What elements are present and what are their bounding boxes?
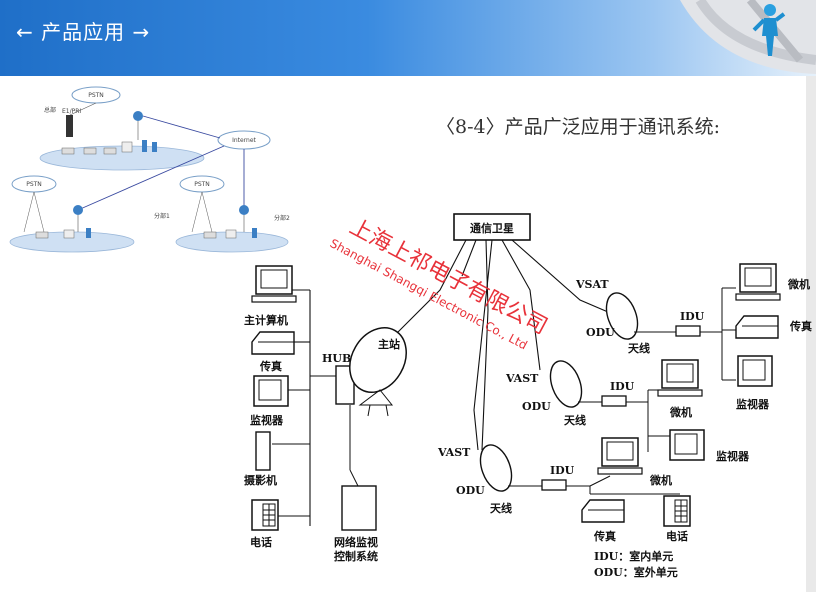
person-icon: [752, 4, 786, 56]
legend-idu: IDU：室内单元: [594, 549, 673, 563]
idu-box-icon: [675, 325, 701, 337]
scrollbar-track[interactable]: [806, 76, 816, 592]
svg-text:摄影机: 摄影机: [244, 473, 277, 487]
idu-box-icon: [541, 479, 567, 491]
micro-computer-icon: [657, 359, 703, 397]
hub-icon: [335, 365, 355, 405]
phone-icon: [251, 499, 279, 531]
svg-text:微机: 微机: [787, 277, 810, 291]
monitor-icon: [669, 429, 705, 461]
svg-text:分部1: 分部1: [154, 212, 170, 220]
svg-text:PSTN: PSTN: [194, 181, 210, 188]
section-subtitle: 〈8-4〉产品广泛应用于通讯系统:: [436, 116, 720, 138]
svg-text:天线: 天线: [628, 341, 650, 355]
svg-text:PSTN: PSTN: [88, 92, 104, 99]
svg-text:网络监视: 网络监视: [334, 535, 378, 549]
svg-text:分部2: 分部2: [274, 214, 290, 222]
svg-text:PSTN: PSTN: [26, 181, 42, 188]
vsat-dish-icon: [605, 292, 639, 340]
vast-dish-icon: [479, 444, 513, 492]
svg-text:总部: 总部: [44, 106, 56, 114]
svg-text:传真: 传真: [593, 529, 616, 543]
svg-text:HUB: HUB: [322, 352, 351, 365]
legend-odu: ODU：室外单元: [594, 565, 678, 579]
svg-text:ODU: ODU: [456, 484, 485, 497]
monitor-icon: [737, 355, 773, 387]
svg-text:天线: 天线: [564, 413, 586, 427]
svg-text:微机: 微机: [669, 405, 692, 419]
idu-box-icon: [601, 395, 627, 407]
satellite-network-diagram: 通信卫星 主计算机 传真 监视器 摄影机 电话 HUB 主站 网络监视 控制系统…: [244, 213, 812, 579]
svg-text:Internet: Internet: [232, 137, 256, 144]
page-title: ← 产品应用 →: [16, 20, 151, 44]
svg-text:通信卫星: 通信卫星: [470, 221, 514, 235]
phone-icon: [663, 495, 691, 527]
svg-text:电话: 电话: [666, 529, 688, 543]
svg-text:IDU: IDU: [610, 380, 635, 393]
svg-text:VAST: VAST: [437, 446, 471, 459]
micro-computer-icon: [735, 263, 781, 301]
network-monitor-icon: [341, 485, 377, 531]
header-figure-graphic: [680, 0, 816, 74]
svg-text:电话: 电话: [250, 535, 272, 549]
vast-dish-icon: [549, 360, 583, 408]
micro-computer-icon: [597, 437, 643, 475]
fax-icon: [251, 331, 295, 355]
svg-text:VSAT: VSAT: [575, 278, 609, 291]
svg-text:微机: 微机: [649, 473, 672, 487]
svg-text:主站: 主站: [378, 337, 400, 351]
svg-text:主计算机: 主计算机: [244, 313, 288, 327]
svg-text:天线: 天线: [490, 501, 512, 515]
svg-text:传真: 传真: [789, 319, 812, 333]
router-icon: [133, 111, 143, 121]
svg-text:ODU: ODU: [522, 400, 551, 413]
svg-text:ODU: ODU: [586, 326, 615, 339]
host-computer-icon: [251, 265, 297, 303]
header-banner: ← 产品应用 →: [0, 0, 816, 76]
svg-text:IDU: IDU: [550, 464, 575, 477]
svg-text:IDU: IDU: [680, 310, 705, 323]
pbx-icon: [66, 115, 73, 137]
svg-text:监视器: 监视器: [716, 449, 750, 463]
fax-icon: [581, 499, 625, 523]
svg-text:传真: 传真: [259, 359, 282, 373]
master-station-dish: [349, 327, 407, 393]
svg-text:监视器: 监视器: [736, 397, 770, 411]
svg-text:E1/PRI: E1/PRI: [62, 108, 81, 115]
monitor-icon: [253, 375, 289, 407]
fax-icon: [735, 315, 779, 339]
svg-text:VAST: VAST: [505, 372, 539, 385]
camera-icon: [255, 431, 271, 471]
network-topology-thumbnail: PSTN 总部 E1/PRI Internet PSTN PSTN 分部1 分部…: [9, 86, 290, 253]
svg-text:控制系统: 控制系统: [334, 549, 378, 563]
svg-text:监视器: 监视器: [250, 413, 284, 427]
